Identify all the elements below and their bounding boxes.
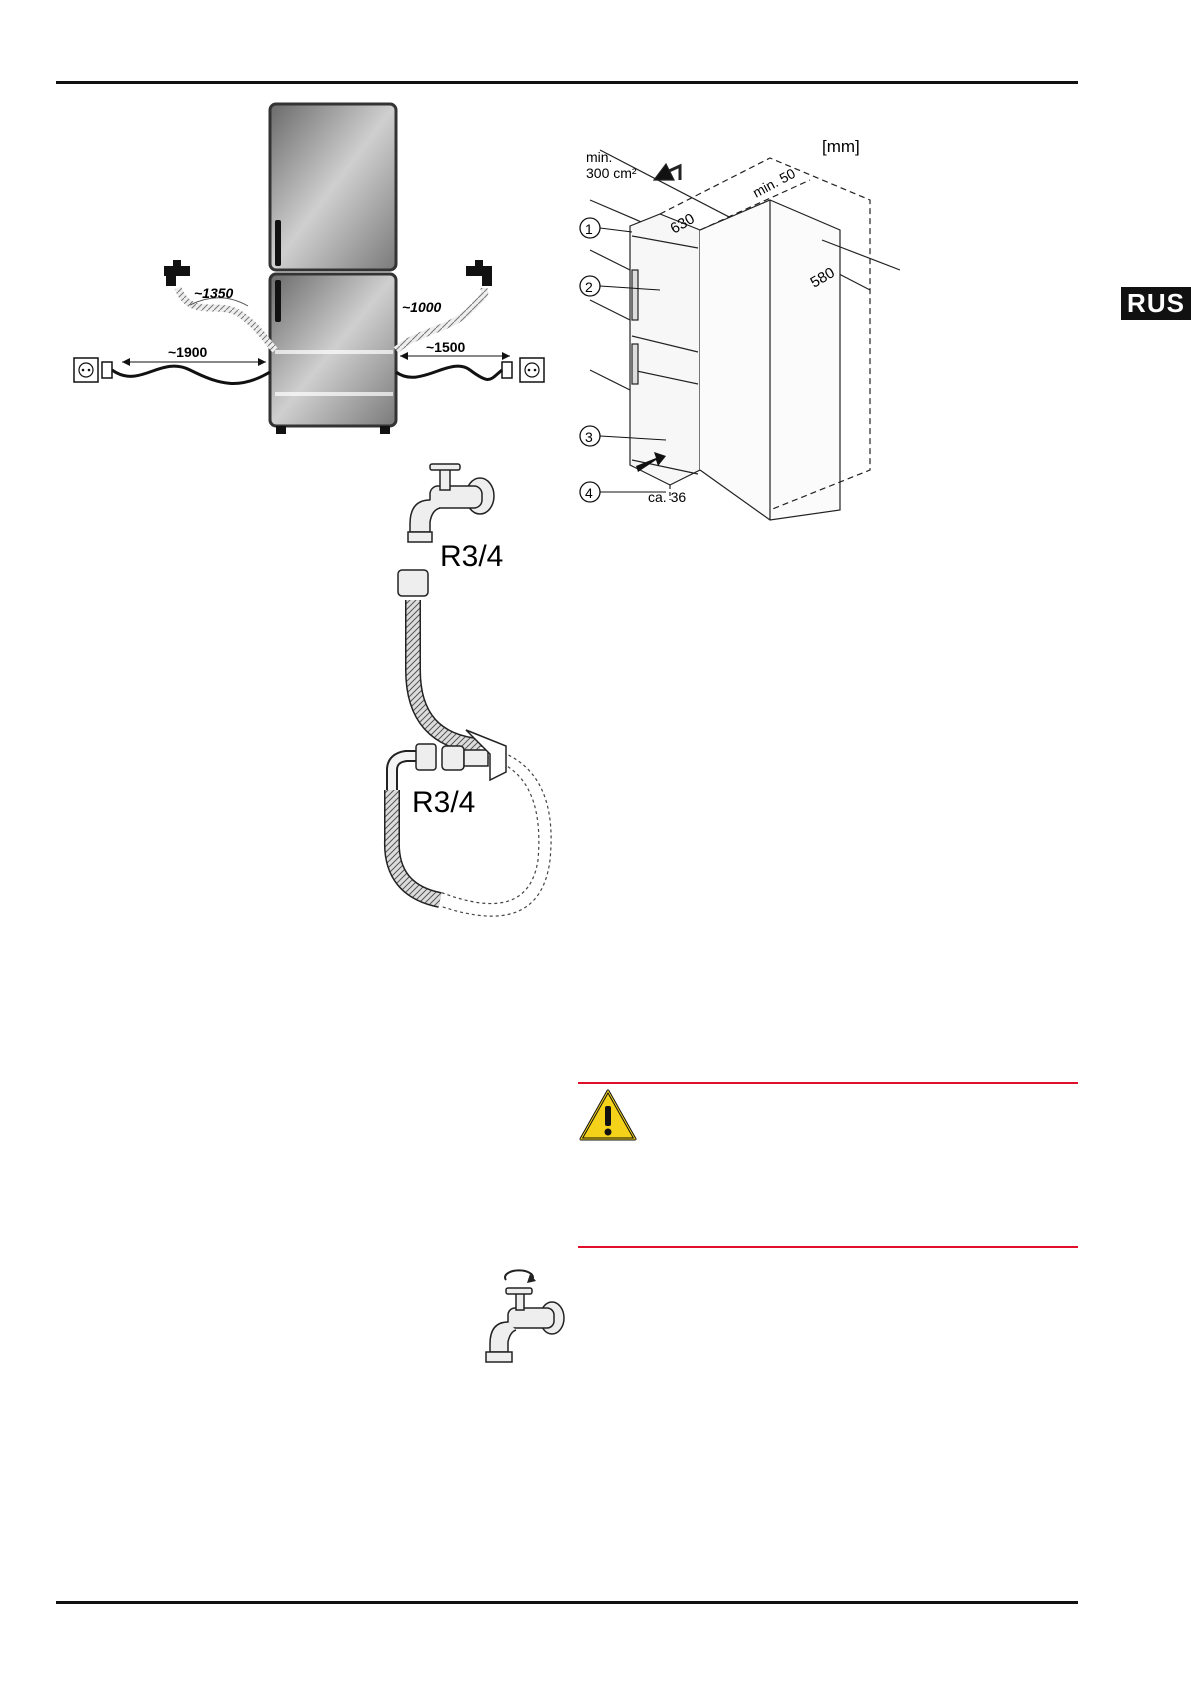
appliance-valve-icon [441, 729, 507, 782]
warning-top-rule [578, 1082, 1078, 1084]
power-right-cable-length: ~1500 [426, 339, 466, 355]
svg-text:2: 2 [585, 279, 593, 295]
callout-1: 1 [579, 217, 633, 239]
tap-right-hose-length: ~1000 [402, 299, 442, 315]
connection-distances-figure: ~1350 ~1000 ~1900 ~1500 [73, 102, 545, 434]
tap-left-hose-length: ~1350 [194, 285, 234, 301]
hose-connection-figure: R3/4 R3/4 [383, 463, 552, 917]
warning-triangle-icon [579, 1089, 637, 1141]
installation-dimensions-figure: [mm] min. 300 cm² min. 50 630 580 ca. 36… [579, 137, 901, 521]
svg-text:4: 4 [585, 485, 593, 501]
power-socket-right-icon [501, 357, 545, 383]
callout-2: 2 [579, 275, 661, 297]
appliance-thread-label: R3/4 [412, 786, 475, 819]
svg-text:1: 1 [585, 221, 593, 237]
tap-thread-label: R3/4 [440, 540, 503, 573]
rotate-arrow-icon [504, 1269, 534, 1281]
bottom-rule [56, 1601, 1078, 1604]
svg-text:3: 3 [585, 429, 593, 445]
power-left-cable-length: ~1900 [168, 344, 208, 360]
water-tap-right-icon [466, 260, 492, 286]
open-tap-figure [485, 1269, 565, 1363]
language-badge: RUS [1121, 287, 1191, 320]
gap-dimension: ca. 36 [648, 489, 686, 505]
power-socket-left-icon [73, 357, 113, 383]
fridge-illustration [268, 102, 398, 434]
top-rule [56, 81, 1078, 84]
water-tap-left-icon [164, 260, 190, 286]
push-arrow-icon [636, 452, 666, 472]
water-tap-icon [407, 463, 495, 543]
ventilation-label-line2: 300 cm² [586, 165, 637, 181]
unit-label: [mm] [822, 137, 860, 156]
top-clearance: min. 50 [750, 165, 798, 201]
callout-4: 4 [579, 481, 666, 503]
callout-3: 3 [579, 425, 667, 447]
ventilation-label-line1: min. [586, 149, 612, 165]
warning-bottom-rule [578, 1246, 1078, 1248]
